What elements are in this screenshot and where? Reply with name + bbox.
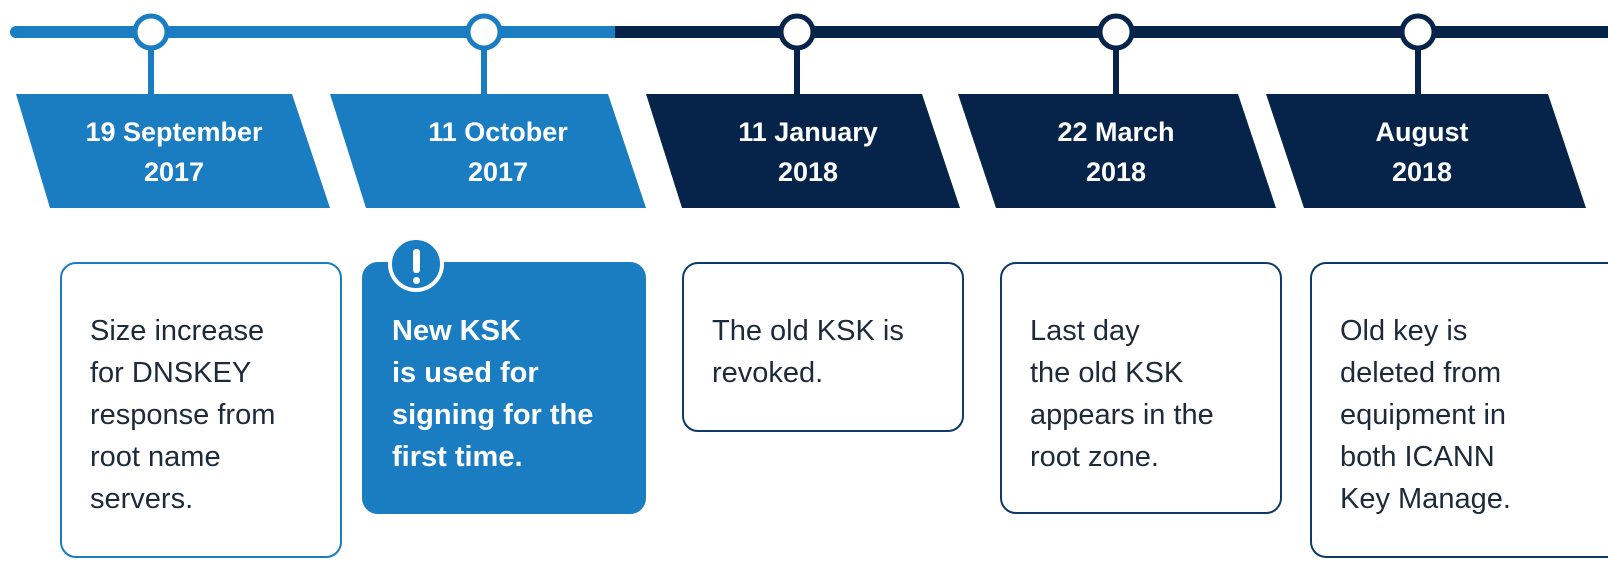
event-card-2: New KSK is used for signing for the firs… (362, 262, 646, 514)
event-card-3: The old KSK is revoked. (682, 262, 964, 432)
event-text-line: the old KSK (1030, 357, 1184, 389)
event-text-line: The old KSK is (712, 315, 904, 347)
date-line1: 22 March (1057, 117, 1175, 147)
event-text-line: revoked. (712, 357, 824, 389)
date-banner-2 (330, 94, 646, 208)
milestone-node-1 (132, 13, 170, 51)
date-line1: 19 September (85, 117, 263, 147)
event-text-line: deleted from (1340, 357, 1502, 389)
event-text-line: for DNSKEY (90, 357, 252, 389)
date-line2: 2017 (143, 157, 205, 187)
event-text-line: appears in the (1030, 399, 1214, 431)
event-text-line: Key Manage. (1340, 483, 1511, 515)
event-text-line: New KSK (392, 315, 521, 347)
date-line1: 11 October (428, 117, 568, 147)
date-banner-5 (1266, 94, 1586, 208)
date-line2: 2018 (1085, 157, 1147, 187)
event-card-4: Last day the old KSK appears in the root… (1000, 262, 1282, 514)
date-banner-1 (16, 94, 330, 208)
date-banner-3 (646, 94, 960, 208)
event-text-line: Old key is (1340, 315, 1468, 347)
date-label-3: 11 January 2018 (708, 112, 908, 192)
date-label-5: August 2018 (1322, 112, 1522, 192)
date-line2: 2018 (777, 157, 839, 187)
event-text-line: root name (90, 441, 221, 473)
date-label-1: 19 September 2017 (74, 112, 274, 192)
event-text-line: both ICANN (1340, 441, 1495, 473)
event-text-line: response from (90, 399, 276, 431)
date-label-4: 22 March 2018 (1016, 112, 1216, 192)
milestone-node-3 (778, 13, 816, 51)
date-line2: 2017 (467, 157, 529, 187)
milestone-node-5 (1399, 13, 1437, 51)
event-text-line: first time. (392, 441, 523, 473)
event-text-line: Size increase (90, 315, 265, 347)
event-text-line: is used for (392, 357, 539, 389)
milestone-node-4 (1097, 13, 1135, 51)
date-line1: 11 January (738, 117, 878, 147)
date-line2: 2018 (1391, 157, 1453, 187)
date-line1: August (1375, 117, 1469, 147)
event-text-line: servers. (90, 483, 194, 515)
event-card-1: Size increase for DNSKEY response from r… (60, 262, 342, 558)
exclamation-icon (388, 236, 444, 292)
milestone-node-2 (465, 13, 503, 51)
event-text-line: equipment in (1340, 399, 1507, 431)
event-text-line: root zone. (1030, 441, 1159, 473)
event-card-5: Old key is deleted from equipment in bot… (1310, 262, 1608, 558)
event-text-line: Last day (1030, 315, 1140, 347)
date-banner-4 (958, 94, 1276, 208)
event-text-line: signing for the (392, 399, 594, 431)
date-label-2: 11 October 2017 (398, 112, 598, 192)
